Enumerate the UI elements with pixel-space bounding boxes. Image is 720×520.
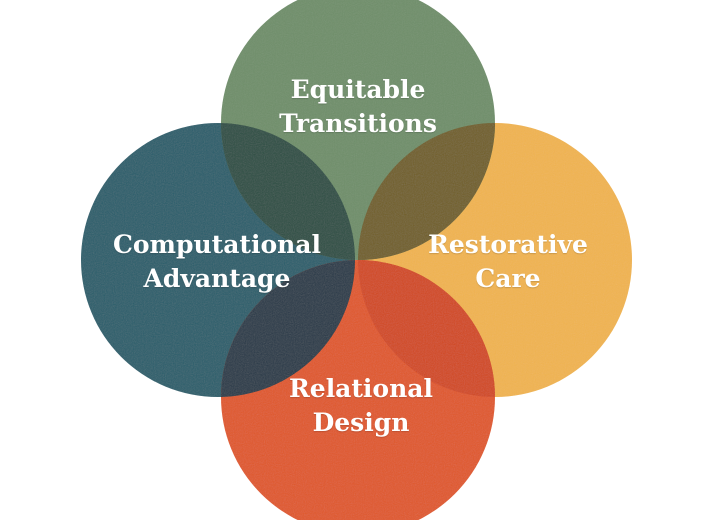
- label-relational-design: Relational Design: [289, 372, 433, 440]
- label-line: Restorative: [428, 230, 588, 259]
- label-line: Transitions: [279, 109, 437, 138]
- label-line: Care: [475, 264, 541, 293]
- label-computational-advantage: Computational Advantage: [113, 228, 321, 296]
- overlap-restorative-relational: [358, 260, 495, 397]
- label-line: Relational: [289, 374, 433, 403]
- label-line: Computational: [112, 230, 322, 259]
- label-line: Equitable: [290, 75, 426, 104]
- overlap-equitable-computational: [221, 123, 355, 260]
- overlap-computational-relational: [221, 260, 355, 397]
- overlap-equitable-restorative: [358, 123, 495, 260]
- label-line: Design: [312, 408, 410, 437]
- label-restorative-care: Restorative Care: [428, 228, 588, 296]
- label-line: Advantage: [143, 264, 291, 293]
- label-equitable-transitions: Equitable Transitions: [279, 73, 437, 141]
